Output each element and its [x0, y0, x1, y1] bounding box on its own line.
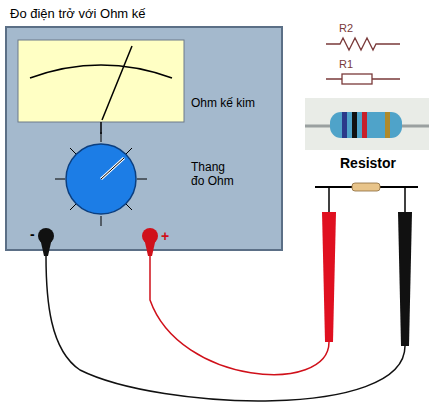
black-probe	[398, 212, 412, 346]
meter-needle	[102, 46, 132, 120]
red-probe	[322, 212, 336, 342]
resistor-body	[352, 183, 380, 191]
probe-tip	[328, 187, 330, 212]
probe-tip	[404, 187, 406, 212]
part-name: Resistor	[340, 155, 430, 172]
terminal-sign: +	[161, 228, 175, 245]
component-label: R2	[339, 22, 369, 35]
resistor-photo	[305, 98, 429, 150]
meter-display	[18, 40, 184, 122]
resistor-symbol	[326, 78, 400, 79]
red-wire	[150, 256, 329, 375]
range-dial	[55, 132, 147, 226]
terminal-sign: -	[30, 226, 42, 243]
negative-plug	[40, 238, 52, 256]
meter-body	[6, 27, 282, 250]
resistor-symbol	[342, 74, 372, 84]
component-label: R1	[339, 58, 369, 71]
part-name: Ohm kế kim	[191, 96, 281, 110]
meter-scale	[30, 65, 172, 78]
black-wire	[46, 256, 405, 401]
resistor-symbol	[326, 38, 400, 50]
positive-plug	[144, 238, 156, 256]
part-name: Thang đo Ohm	[191, 160, 241, 189]
diagram-title: Đo điện trở với Ohm kế	[10, 6, 146, 22]
